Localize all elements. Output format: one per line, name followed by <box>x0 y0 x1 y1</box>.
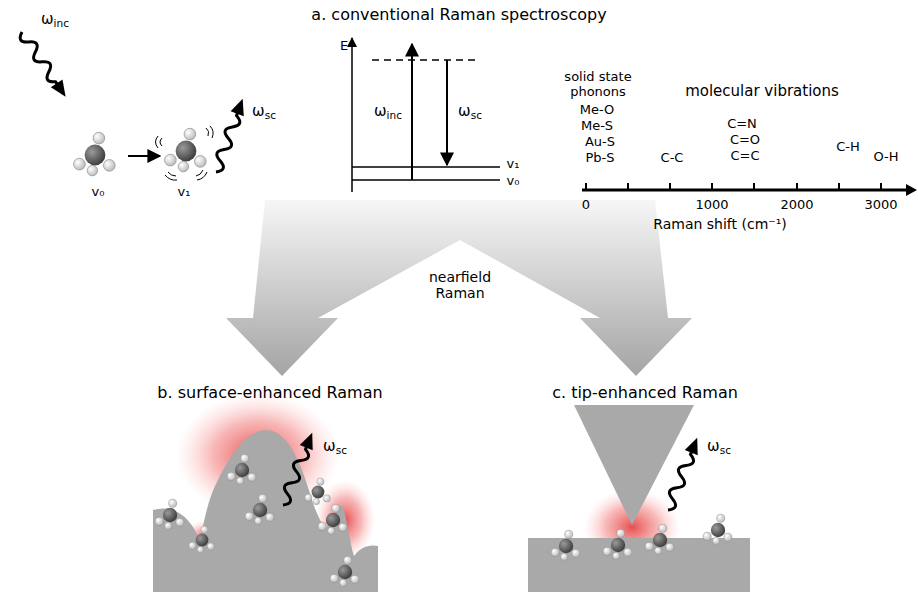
label: ωinc <box>374 103 402 120</box>
label: C-C <box>661 151 684 166</box>
label: C=O <box>730 133 760 148</box>
label: v₁ <box>178 185 191 200</box>
label: v₁ <box>507 157 520 172</box>
label: 1000 <box>695 198 728 213</box>
label: C-H <box>836 140 860 155</box>
label: 2000 <box>780 198 813 213</box>
label: Me-S <box>581 119 613 134</box>
label: E <box>340 39 348 54</box>
label: nearfield Raman <box>415 269 505 301</box>
label: v₀ <box>507 174 520 189</box>
label: ωsc <box>707 438 731 455</box>
label: Me-O <box>580 103 615 118</box>
label: O-H <box>873 150 898 165</box>
label: ωsc <box>458 103 482 120</box>
label: b. surface-enhanced Raman <box>157 384 382 402</box>
label: C=C <box>730 149 759 164</box>
label: a. conventional Raman spectroscopy <box>311 6 606 24</box>
label: C=N <box>727 117 757 132</box>
label: c. tip-enhanced Raman <box>552 384 738 402</box>
label: solid state phonons <box>558 70 638 100</box>
label: ωsc <box>252 103 276 120</box>
label: 3000 <box>864 198 897 213</box>
label: Au-S <box>585 135 615 150</box>
label: Pb-S <box>585 151 614 166</box>
label: ωinc <box>41 11 69 28</box>
label: Raman shift (cm⁻¹) <box>653 216 786 232</box>
label: ωsc <box>323 438 347 455</box>
label: molecular vibrations <box>685 83 839 100</box>
label: v₀ <box>92 185 105 200</box>
label: 0 <box>582 198 590 213</box>
